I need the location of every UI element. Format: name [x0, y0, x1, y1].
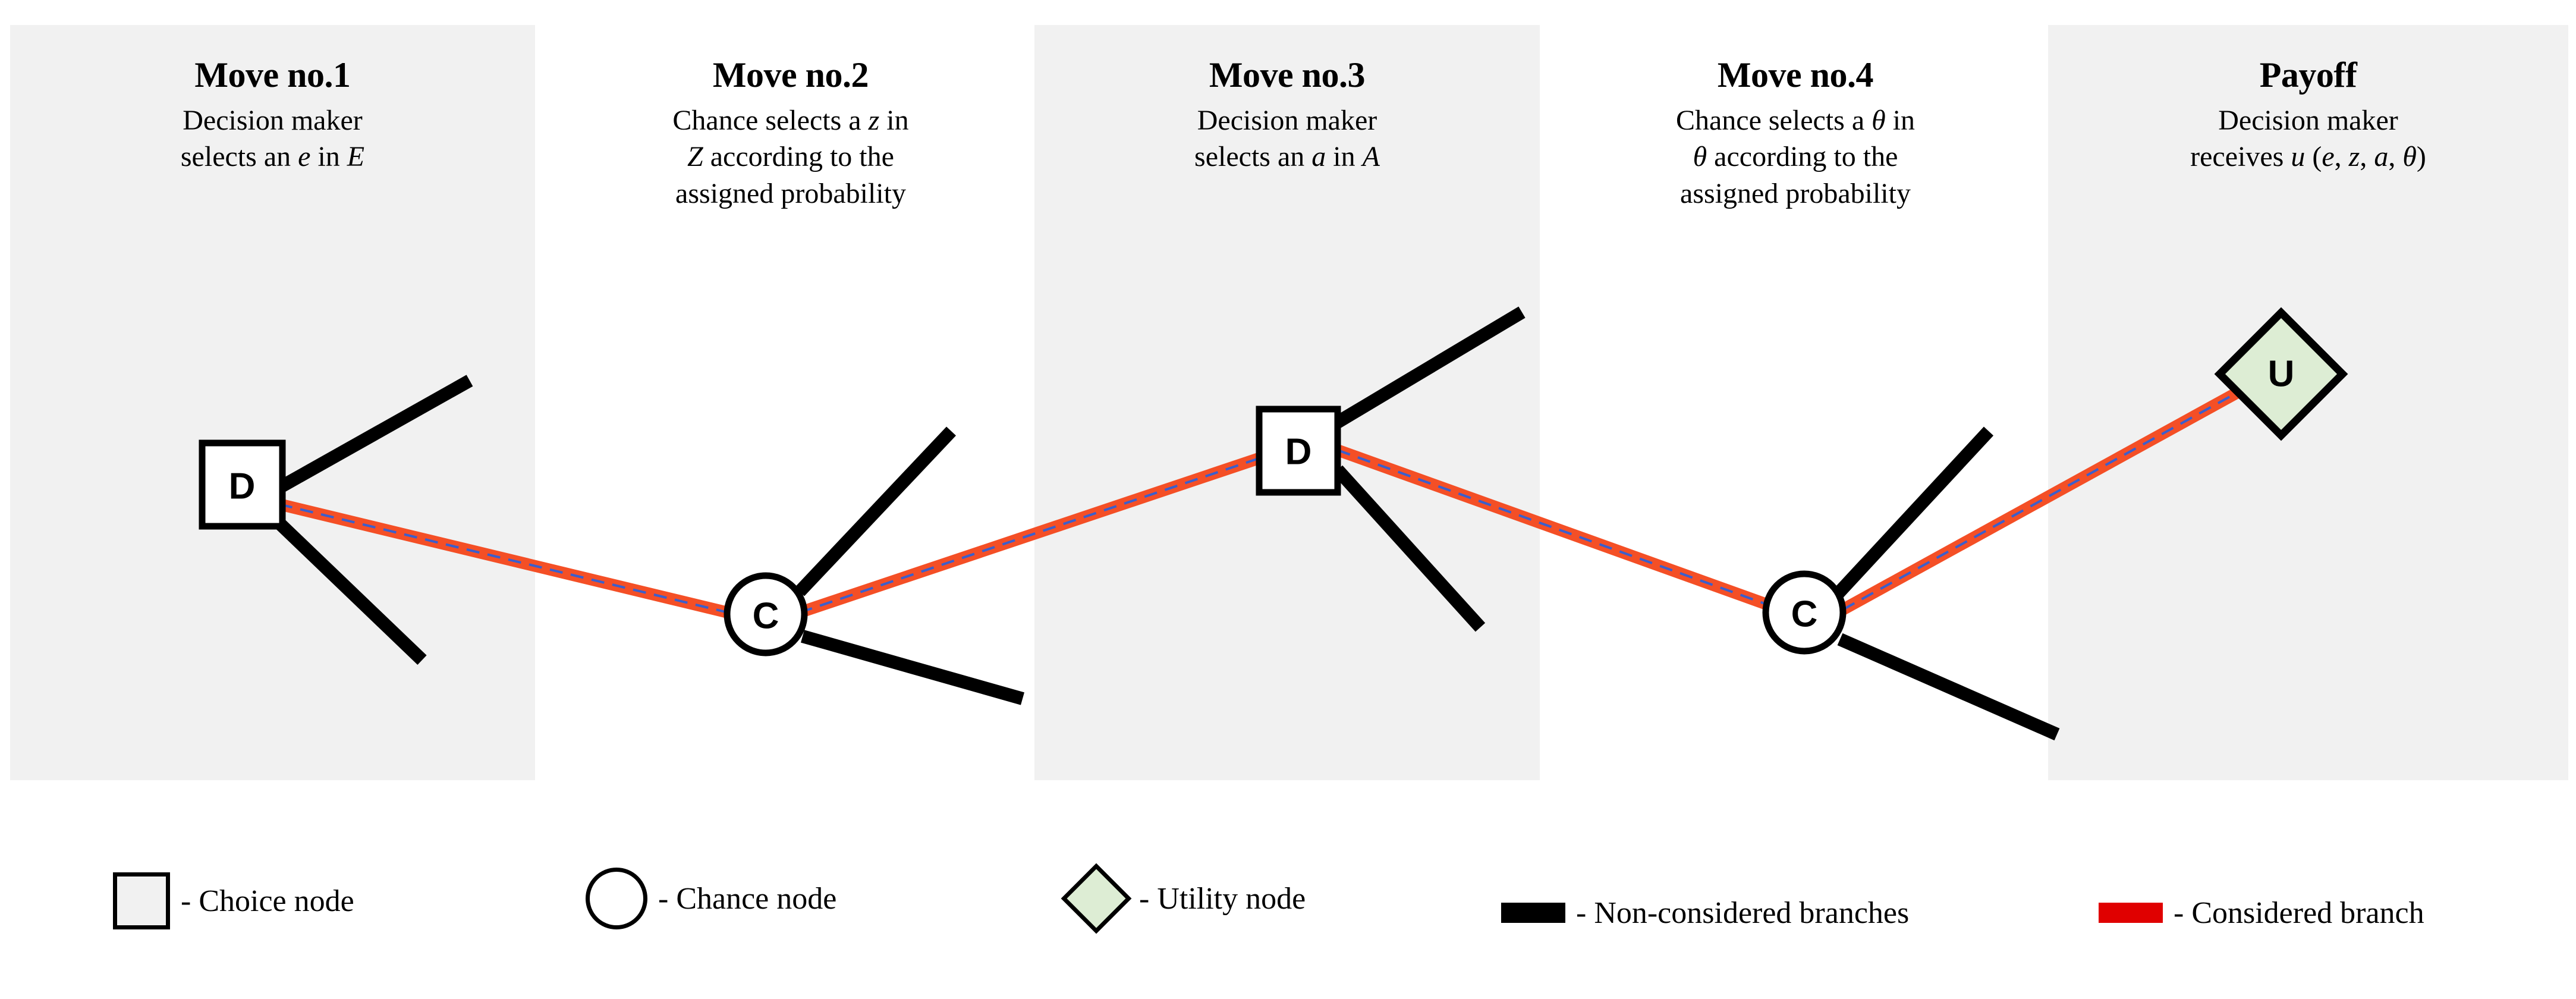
legend-item-chance-node: - Chance node [586, 866, 836, 931]
considered-swatch-icon [2099, 903, 2163, 923]
legend-label: - Considered branch [2174, 896, 2424, 930]
node-c2-label: C [1791, 594, 1818, 635]
column-title: Move no.3 [1209, 55, 1366, 95]
legend-label: - Utility node [1139, 881, 1306, 916]
legend: - Choice node - Chance node - Utility no… [0, 821, 2576, 993]
utility-node-swatch-icon [1061, 863, 1132, 934]
node-c2[interactable]: C [1762, 570, 1847, 655]
column-title: Move no.1 [194, 55, 351, 95]
column-title: Move no.2 [712, 55, 869, 95]
node-c1[interactable]: C [724, 572, 808, 656]
column-title: Move no.4 [1717, 55, 1874, 95]
legend-item-non-considered: - Non-considered branches [1501, 880, 1909, 945]
legend-item-utility-node: - Utility node [1061, 863, 1306, 934]
legend-label: - Chance node [658, 881, 837, 916]
legend-label: - Non-considered branches [1576, 896, 1910, 930]
node-c1-label: C [753, 596, 779, 637]
legend-item-choice-node: - Choice node [113, 868, 354, 934]
legend-item-considered: - Considered branch [2099, 880, 2424, 945]
chance-node-swatch-icon [586, 868, 647, 929]
non-considered-branches-c1 [795, 426, 1025, 705]
column-title: Payoff [2259, 55, 2357, 95]
legend-label: - Choice node [181, 884, 354, 918]
non-considered-branches-c2 [1832, 426, 2060, 741]
non-considered-swatch-icon [1501, 903, 1565, 923]
choice-node-swatch-icon [113, 872, 170, 929]
